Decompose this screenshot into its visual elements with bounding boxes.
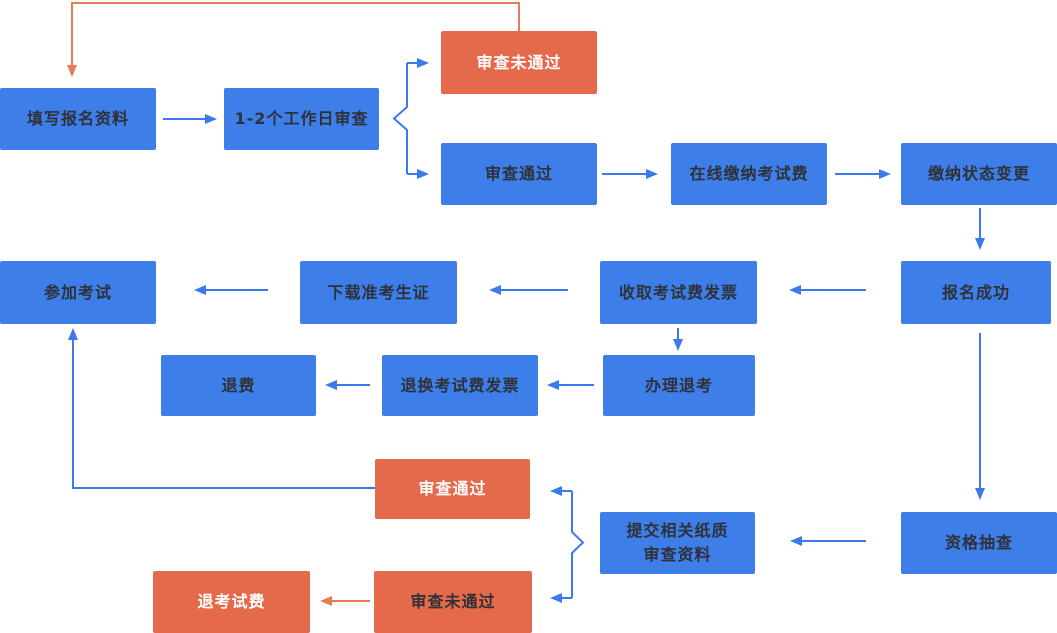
edge-review-passed-bottom-to-attend-exam — [68, 328, 375, 489]
node-pay-status-change: 缴纳状态变更 — [901, 143, 1057, 205]
node-return-invoice: 退换考试费发票 — [382, 355, 538, 416]
node-refund-exam-fee: 退考试费 — [153, 571, 310, 633]
node-review-failed-bottom: 审查未通过 — [374, 571, 532, 633]
node-qualification-check: 资格抽查 — [901, 512, 1057, 574]
brace-bottom-spine — [571, 491, 585, 598]
node-withdraw-exam: 办理退考 — [603, 355, 755, 416]
node-submit-paper-line1: 提交相关纸质 — [626, 521, 729, 540]
node-attend-exam: 参加考试 — [0, 261, 156, 324]
node-submit-paper: 提交相关纸质 审查资料 — [600, 512, 755, 574]
brace-top-spine — [392, 63, 408, 174]
node-review-passed-top: 审查通过 — [441, 143, 597, 205]
node-review-passed-bottom: 审查通过 — [375, 459, 530, 519]
node-receive-invoice: 收取考试费发票 — [600, 261, 757, 324]
node-review-failed-top: 审查未通过 — [441, 31, 597, 94]
node-submit-paper-line2: 审查资料 — [643, 545, 712, 564]
node-pay-online: 在线缴纳考试费 — [671, 143, 827, 205]
node-review-duration: 1-2个工作日审查 — [224, 88, 379, 150]
node-register-success: 报名成功 — [901, 261, 1051, 324]
edge-review-failed-to-fill-info — [67, 2, 520, 77]
node-download-ticket: 下载准考生证 — [300, 261, 457, 324]
node-fill-info: 填写报名资料 — [0, 88, 156, 150]
node-refund: 退费 — [161, 355, 316, 416]
